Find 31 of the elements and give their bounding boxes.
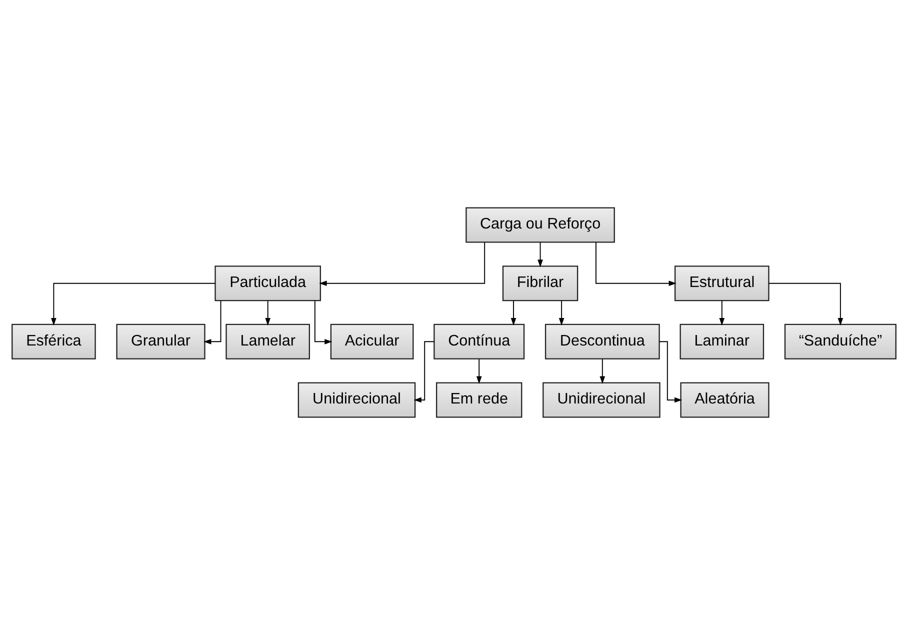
arrow xyxy=(476,358,482,384)
node-box: Descontinua xyxy=(544,324,660,360)
node-box: Fibrilar xyxy=(502,266,578,302)
arrow xyxy=(595,242,676,286)
node-box: Unidirecional xyxy=(542,382,660,418)
arrow xyxy=(768,282,844,326)
node-box: Estrutural xyxy=(674,266,770,302)
node-box: “Sanduíche” xyxy=(784,324,896,360)
arrow xyxy=(658,341,682,403)
node-box: Granular xyxy=(116,324,206,360)
arrow xyxy=(558,300,564,326)
node-box: Particulada xyxy=(214,266,321,302)
arrow xyxy=(538,242,543,268)
node-box: Em rede xyxy=(436,382,522,418)
arrow xyxy=(314,300,332,344)
arrow xyxy=(414,341,435,403)
arrow xyxy=(204,300,222,344)
arrow xyxy=(510,300,516,326)
node-box: Lamelar xyxy=(226,324,310,360)
node-box: Aleatória xyxy=(680,382,770,418)
node-box: Laminar xyxy=(680,324,764,360)
node-box: Carga ou Reforço xyxy=(466,207,615,243)
node-box: Acicular xyxy=(330,324,414,360)
node-box: Esférica xyxy=(12,324,96,360)
arrow xyxy=(600,358,606,384)
arrow xyxy=(265,300,270,326)
node-box: Contínua xyxy=(434,324,525,360)
arrow xyxy=(319,242,486,286)
node-box: Unidirecional xyxy=(298,382,416,418)
arrow xyxy=(719,300,725,326)
arrow xyxy=(51,282,216,326)
